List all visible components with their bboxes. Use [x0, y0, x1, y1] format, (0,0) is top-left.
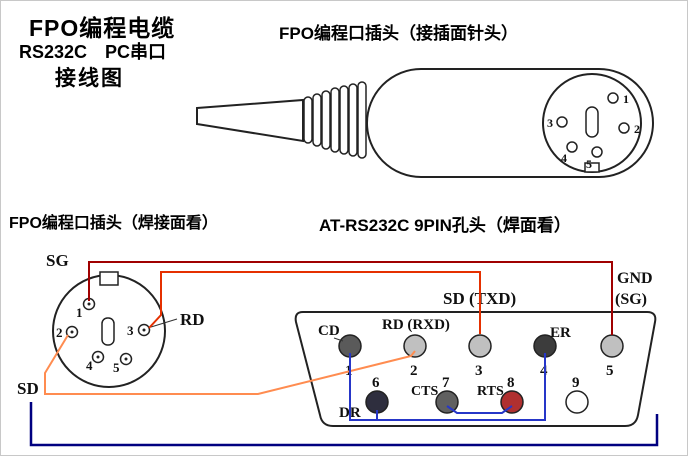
db9-connector: [294, 311, 657, 427]
db9-pin-5: [600, 334, 624, 358]
din-pin-number: 4: [86, 358, 93, 373]
plug-face-pins: [556, 92, 630, 158]
db9-er-label: ER: [550, 325, 571, 341]
db9-pin-number: 7: [442, 375, 450, 391]
plug-drawing: [196, 68, 654, 178]
din-notch: [99, 271, 119, 286]
db9-pin-8: [500, 390, 524, 414]
plug-pin-number: 3: [547, 116, 553, 130]
db9-pin-number: 6: [372, 375, 380, 391]
db9-pin-number: 3: [475, 363, 483, 379]
plug-pin-5: [591, 146, 603, 158]
din-connector: [52, 271, 166, 388]
db9-pin-number: 2: [410, 363, 418, 379]
din-pin-dots: [70, 302, 146, 361]
diagram-title: FPO编程电缆: [29, 15, 176, 41]
plug-pin-3: [556, 116, 568, 128]
din-labels: SG RD SD 1 2 3 4 5: [17, 251, 205, 398]
db9-pin-9: [565, 390, 589, 414]
wire-jumper-1-4-6: [349, 353, 546, 421]
din-sd-label: SD: [17, 379, 39, 398]
diagram-subtitle: RS232C PC串口: [19, 42, 167, 62]
db9-pins-bottom: [365, 390, 589, 414]
din-solder-label: FPO编程口插头（焊接面看）: [9, 215, 218, 232]
wire-rd-to-txd: [148, 271, 481, 334]
plug-pin-number: 1: [623, 92, 629, 106]
din-pin-number: 5: [113, 360, 120, 375]
db9-pin-6: [365, 390, 389, 414]
plug-key-slot: [585, 106, 599, 138]
wires: [29, 261, 659, 447]
plug-pin-number: 2: [634, 122, 640, 136]
plug-pin-number: 4: [561, 151, 567, 165]
db9-pin-7: [435, 390, 459, 414]
din-pin-number: 2: [56, 325, 63, 340]
db9-pin-2: [403, 334, 427, 358]
wire-sd-to-rxd: [44, 334, 416, 395]
db9-cd-label: CD: [318, 323, 340, 339]
db9-rdrxd-label: RD (RXD): [382, 317, 450, 333]
din-rd-pointer-line: [150, 318, 178, 328]
cable-strain-relief: [303, 81, 367, 159]
db9-cd-pointer-line: [333, 337, 344, 342]
db9-pin-number: 9: [572, 375, 580, 391]
wire-sg-to-gnd: [88, 261, 613, 335]
plug-notch: [584, 162, 600, 173]
cable: [196, 98, 304, 143]
diagram-subtitle2: 接线图: [55, 67, 124, 90]
plug-pin-4: [566, 141, 578, 153]
db9-solder-label: AT-RS232C 9PIN孔头（焊面看）: [319, 216, 571, 235]
db9-pin-3: [468, 334, 492, 358]
din-pin-number: 1: [76, 305, 83, 320]
plug-face-label: FPO编程口插头（接插面针头）: [279, 24, 518, 43]
plug-pin-number: 5: [586, 157, 592, 171]
din-pin-number: 3: [127, 323, 134, 338]
db9-gnd-label: GND: [617, 270, 653, 287]
wire-shield: [29, 402, 659, 447]
plug-pin-2: [618, 122, 630, 134]
db9-signal-labels: CD RD (RXD) SD (TXD) ER GND (SG) DR CTS …: [318, 270, 653, 421]
din-sg-label: SG: [46, 251, 69, 270]
plug-pin-1: [607, 92, 619, 104]
db9-rts-label: RTS: [477, 384, 504, 399]
db9-pin-number: 8: [507, 375, 515, 391]
db9-cts-label: CTS: [411, 384, 438, 399]
wire-jumper-7-8: [446, 405, 513, 414]
db9-sg-label: (SG): [615, 291, 647, 308]
db9-pin-number: 5: [606, 363, 614, 379]
plug-face-pin-numbers: 1 2 3 4 5: [547, 92, 640, 171]
db9-pins-top: [338, 334, 624, 358]
din-rd-label: RD: [180, 310, 205, 329]
din-key-slot: [101, 317, 115, 346]
